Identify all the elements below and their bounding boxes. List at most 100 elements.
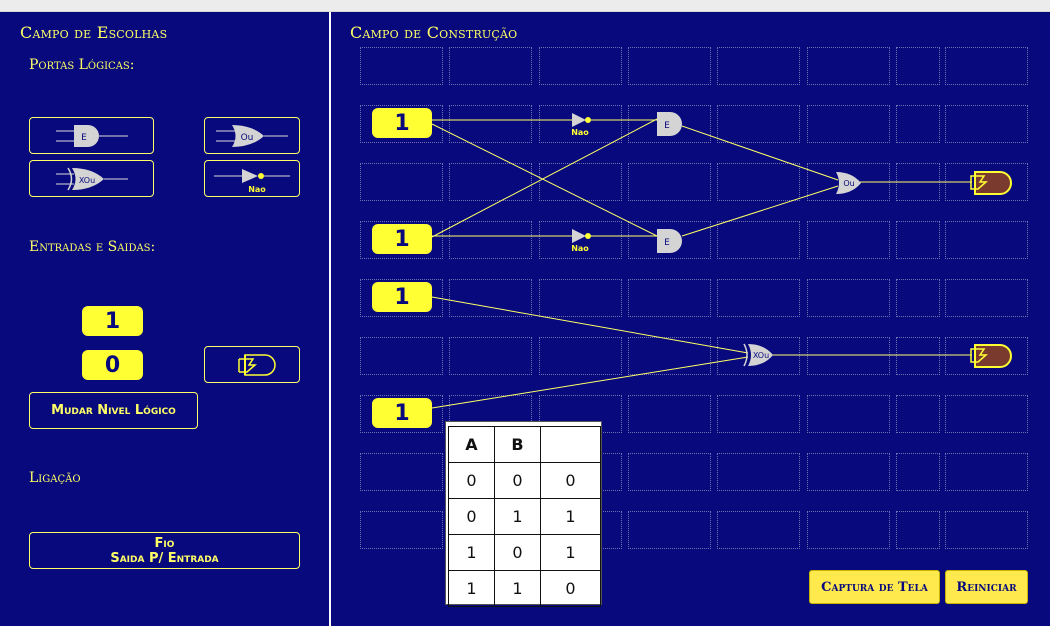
- circuit-input-3[interactable]: 1: [372, 282, 432, 312]
- grid-cell[interactable]: [896, 47, 940, 85]
- grid-cell[interactable]: [717, 395, 800, 433]
- grid-cell[interactable]: [717, 163, 800, 201]
- grid-cell[interactable]: [945, 47, 1028, 85]
- grid-cell[interactable]: [945, 395, 1028, 433]
- xor-gate-button[interactable]: XOu: [29, 160, 154, 197]
- grid-cell[interactable]: [449, 47, 532, 85]
- grid-cell[interactable]: [717, 337, 800, 375]
- truth-cell: 1: [540, 498, 601, 535]
- grid-cell[interactable]: [807, 221, 890, 259]
- not-gate-bottom[interactable]: Nao: [571, 229, 591, 253]
- grid-cell[interactable]: [539, 221, 622, 259]
- led-output-bottom[interactable]: [970, 344, 1012, 368]
- output-led-button[interactable]: [204, 346, 300, 383]
- grid-cell[interactable]: [896, 221, 940, 259]
- grid-cell[interactable]: [896, 279, 940, 317]
- circuit-input-4[interactable]: 1: [372, 398, 432, 428]
- grid-cell[interactable]: [449, 279, 532, 317]
- grid-cell[interactable]: [628, 47, 711, 85]
- grid-cell[interactable]: [807, 279, 890, 317]
- grid-cell[interactable]: [628, 337, 711, 375]
- grid-cell[interactable]: [539, 105, 622, 143]
- grid-cell[interactable]: [628, 453, 711, 491]
- grid-cell[interactable]: [539, 337, 622, 375]
- or-gate-button[interactable]: Ou: [204, 117, 300, 154]
- grid-cell[interactable]: [628, 511, 711, 549]
- grid-cell[interactable]: [807, 511, 890, 549]
- grid-cell[interactable]: [945, 221, 1028, 259]
- grid-cell[interactable]: [807, 105, 890, 143]
- grid-cell[interactable]: [360, 221, 443, 259]
- grid-cell[interactable]: [360, 395, 443, 433]
- screenshot-button[interactable]: Captura de Tela: [809, 570, 940, 604]
- grid-cell[interactable]: [896, 337, 940, 375]
- grid-cell[interactable]: [896, 511, 940, 549]
- grid-cell[interactable]: [717, 279, 800, 317]
- grid-cell[interactable]: [896, 395, 940, 433]
- truth-header-out: [540, 426, 601, 463]
- svg-text:Nao: Nao: [571, 244, 589, 253]
- grid-cell[interactable]: [449, 221, 532, 259]
- grid-cell[interactable]: [807, 453, 890, 491]
- not-gate-top[interactable]: Nao: [571, 113, 591, 137]
- wires: [431, 118, 972, 409]
- grid-cell[interactable]: [628, 395, 711, 433]
- grid-cell[interactable]: [539, 47, 622, 85]
- grid-cell[interactable]: [717, 221, 800, 259]
- grid-cell[interactable]: [807, 47, 890, 85]
- grid-cell[interactable]: [360, 337, 443, 375]
- wire-button[interactable]: Fio Saida P/ Entrada: [29, 532, 300, 569]
- grid-cell[interactable]: [449, 163, 532, 201]
- grid-cell[interactable]: [807, 337, 890, 375]
- input-high-button[interactable]: 1: [82, 306, 143, 336]
- grid-cell[interactable]: [539, 163, 622, 201]
- grid-cell[interactable]: [628, 221, 711, 259]
- led-output-top[interactable]: [970, 171, 1012, 195]
- grid-cell[interactable]: [945, 279, 1028, 317]
- truth-table: A B 0 0 0 0 1 1 1 0 1 1 1 0: [445, 421, 602, 607]
- grid-cell[interactable]: [360, 511, 443, 549]
- grid-cell[interactable]: [628, 279, 711, 317]
- grid-cell[interactable]: [449, 337, 532, 375]
- truth-table-grid: A B 0 0 0 0 1 1 1 0 1 1 1 0: [448, 426, 601, 607]
- change-level-button[interactable]: Mudar Nivel Lógico: [29, 392, 198, 429]
- grid-cell[interactable]: [360, 47, 443, 85]
- grid-cell[interactable]: [717, 511, 800, 549]
- grid-cell[interactable]: [360, 105, 443, 143]
- grid-cell[interactable]: [360, 453, 443, 491]
- circuit-input-2[interactable]: 1: [372, 224, 432, 254]
- truth-header-a: A: [448, 426, 495, 463]
- grid-cell[interactable]: [628, 105, 711, 143]
- grid-cell[interactable]: [360, 163, 443, 201]
- grid-cell[interactable]: [945, 105, 1028, 143]
- circuit-input-1[interactable]: 1: [372, 108, 432, 138]
- grid-cell[interactable]: [896, 453, 940, 491]
- restart-button[interactable]: Reiniciar: [945, 570, 1028, 604]
- grid-cell[interactable]: [945, 511, 1028, 549]
- led-icon: [238, 353, 276, 376]
- or-gate-icon: Ou: [216, 124, 288, 147]
- svg-text:Ou: Ou: [843, 179, 854, 188]
- grid-cell[interactable]: [717, 453, 800, 491]
- panel-divider: [329, 12, 331, 630]
- xor-gate[interactable]: XOu: [743, 343, 773, 367]
- not-gate-button[interactable]: Nao: [204, 160, 300, 197]
- grid-cell[interactable]: [807, 395, 890, 433]
- grid-cell[interactable]: [945, 337, 1028, 375]
- grid-cell[interactable]: [449, 105, 532, 143]
- grid-cell[interactable]: [539, 279, 622, 317]
- grid-cell[interactable]: [717, 47, 800, 85]
- choices-panel: Campo de Escolhas Portas Lógicas: E Ou: [0, 12, 329, 626]
- grid-cell[interactable]: [360, 279, 443, 317]
- grid-cell[interactable]: [945, 453, 1028, 491]
- input-low-button[interactable]: 0: [82, 350, 143, 380]
- and-gate-top[interactable]: E: [657, 112, 682, 136]
- wire-label-line2: Saida P/ Entrada: [110, 550, 219, 566]
- grid-cell[interactable]: [628, 163, 711, 201]
- or-gate[interactable]: Ou: [836, 172, 861, 194]
- grid-cell[interactable]: [896, 105, 940, 143]
- and-gate-button[interactable]: E: [29, 117, 154, 154]
- and-gate-bottom[interactable]: E: [657, 229, 682, 253]
- svg-text:Nao: Nao: [571, 128, 589, 137]
- grid-cell[interactable]: [717, 105, 800, 143]
